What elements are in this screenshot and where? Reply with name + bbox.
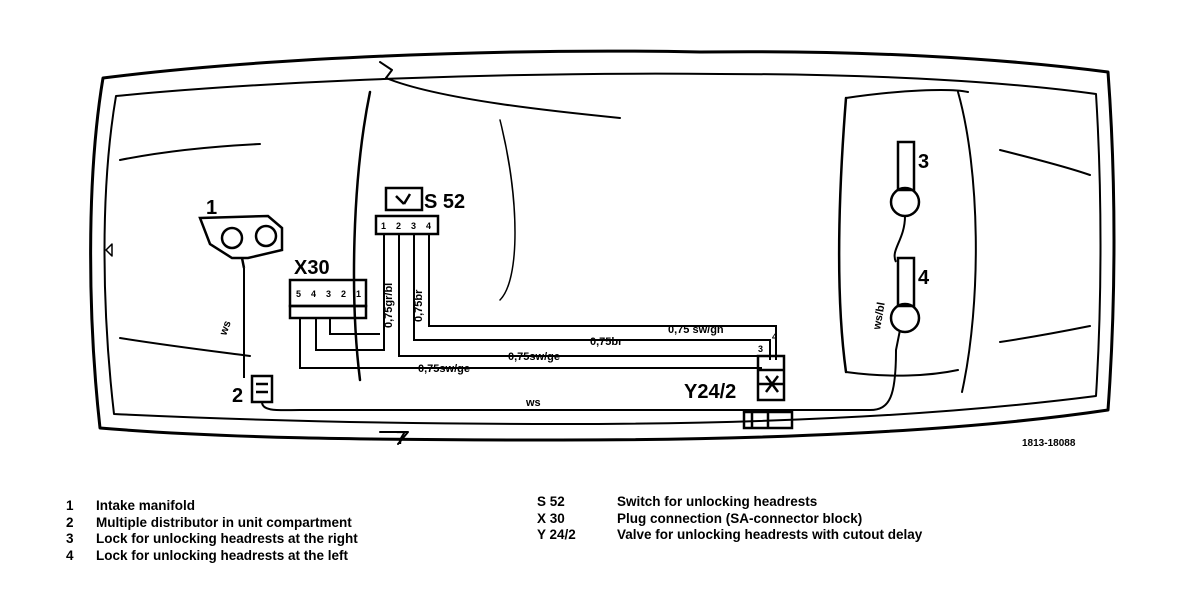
y242-pin: 4 [772, 332, 777, 342]
legend-number: 1 [66, 498, 74, 513]
x30-pin: 5 [296, 289, 301, 299]
lock-left [889, 256, 921, 334]
wire-label-sw-gn: 0,75 sw/gn [668, 324, 724, 336]
s52-pin: 4 [426, 221, 431, 231]
legend-code: S 52 [537, 494, 565, 509]
s52-pin: 1 [381, 221, 386, 231]
x30-pin: 2 [341, 289, 346, 299]
wire-label-sw-ge-lower: 0,75sw/ge [418, 363, 470, 375]
wire-label-ws-bl: ws/bl [871, 301, 888, 331]
s52-pin: 3 [411, 221, 416, 231]
legend-text: Plug connection (SA-connector block) [617, 510, 863, 526]
wire-label-sw-ge-upper: 0,75sw/ge [508, 351, 560, 363]
callout-x30: X30 [294, 257, 330, 279]
legend-code: X 30 [537, 510, 565, 526]
valve-y24-2 [742, 354, 794, 430]
wire-label-ws-bottom: ws [525, 397, 541, 409]
legend-item: 1 Intake manifold [66, 498, 358, 515]
legend-item: Y 24/2 Valve for unlocking headrests wit… [537, 527, 922, 544]
x30-pins: 5 4 3 2 1 [296, 289, 361, 299]
legend-text: Lock for unlocking headrests at the left [96, 547, 349, 563]
wires [243, 215, 906, 412]
connector-x30 [288, 278, 368, 320]
wire-label-br-vertical: 0,75br [413, 289, 425, 322]
lock-right [889, 140, 921, 218]
legend-number: 3 [66, 531, 74, 546]
callout-4: 4 [918, 267, 930, 289]
legend-text: Lock for unlocking headrests at the righ… [96, 531, 358, 546]
legend-text: Switch for unlocking headrests [617, 494, 818, 509]
x30-pin: 3 [326, 289, 331, 299]
callout-s52: S 52 [424, 191, 465, 213]
legend-numbered: 1 Intake manifold 2 Multiple distributor… [66, 498, 358, 564]
wire-label-br: 0,75br [590, 336, 623, 348]
legend-item: X 30 Plug connection (SA-connector block… [537, 511, 922, 528]
wire-label-ws-left: ws [217, 319, 234, 338]
callout-y24-2: Y24/2 [684, 381, 736, 403]
callout-3: 3 [918, 151, 929, 173]
x30-pin: 1 [356, 289, 361, 299]
callout-2: 2 [232, 385, 243, 407]
intake-manifold [198, 214, 284, 269]
vacuum-wiring-diagram: 5 4 3 2 1 1 2 3 4 3 4 1 2 3 4 7 S 52 X30… [89, 49, 1116, 449]
legend-text: Valve for unlocking headrests with cutou… [617, 527, 923, 542]
y242-pin: 3 [758, 344, 763, 354]
legend-text: Multiple distributor in unit compartment [96, 514, 352, 530]
legend-codes: S 52 Switch for unlocking headrests X 30… [537, 494, 922, 544]
wire-label-gr-bl: 0,75gr/bl [383, 283, 395, 328]
y242-pins: 3 4 [758, 332, 777, 354]
s52-pins: 1 2 3 4 [381, 221, 431, 231]
legend-code: Y 24/2 [537, 527, 576, 542]
legend-number: 2 [66, 514, 74, 530]
legend-text: Intake manifold [96, 498, 196, 513]
callout-1: 1 [206, 197, 217, 219]
car-body-outline [89, 49, 1116, 445]
callout-7: 7 [396, 428, 406, 448]
x30-pin: 4 [311, 289, 316, 299]
reference-number: 1813-18088 [1022, 438, 1076, 449]
switch-s52 [374, 186, 440, 236]
legend-item: 2 Multiple distributor in unit compartme… [66, 515, 358, 532]
legend-item: 3 Lock for unlocking headrests at the ri… [66, 531, 358, 548]
legend-number: 4 [66, 547, 74, 563]
s52-pin: 2 [396, 221, 401, 231]
legend-item: S 52 Switch for unlocking headrests [537, 494, 922, 511]
legend-item: 4 Lock for unlocking headrests at the le… [66, 548, 358, 565]
multiple-distributor [250, 374, 274, 404]
